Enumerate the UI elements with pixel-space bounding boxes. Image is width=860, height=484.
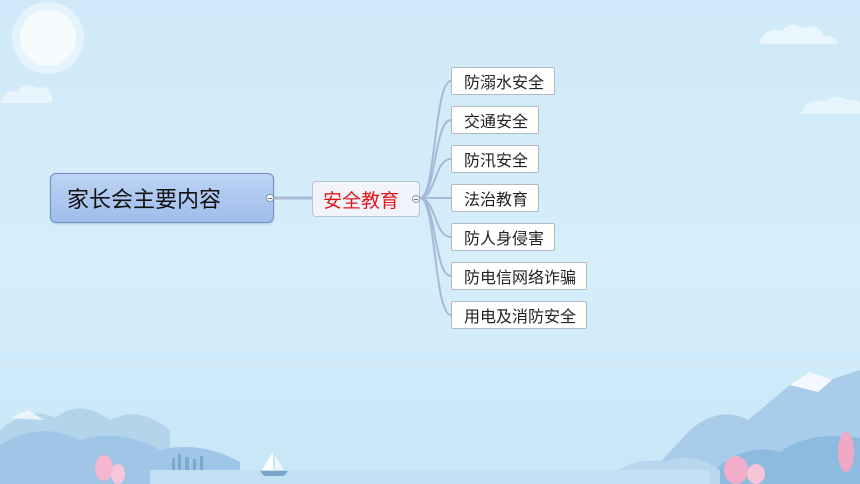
- tree-icon: [95, 455, 125, 484]
- subtopic[interactable]: 法治教育: [451, 184, 540, 212]
- subtopic[interactable]: 防人身侵害: [451, 223, 556, 251]
- collapse-icon[interactable]: [412, 195, 420, 203]
- subtopic[interactable]: 防电信网络诈骗: [451, 262, 588, 290]
- cloud-icon: [0, 84, 52, 103]
- cloud-icon: [760, 24, 838, 44]
- subtopic[interactable]: 防汛安全: [451, 145, 540, 173]
- subtopic[interactable]: 交通安全: [451, 106, 540, 134]
- connector-line: [419, 197, 452, 316]
- cloud-icon: [800, 96, 860, 114]
- branch-topic-safety-education[interactable]: 安全教育: [312, 181, 420, 217]
- sailboat-icon: [260, 452, 288, 476]
- subtopic[interactable]: 防溺水安全: [451, 67, 556, 95]
- connector-line: [419, 80, 452, 199]
- collapse-icon[interactable]: [266, 194, 274, 202]
- connector-line: [419, 119, 452, 199]
- connector-line: [419, 158, 452, 199]
- sun-icon: [12, 2, 84, 74]
- subtopic[interactable]: 用电及消防安全: [451, 301, 588, 329]
- root-topic[interactable]: 家长会主要内容: [50, 173, 274, 223]
- tree-icon: [172, 454, 203, 470]
- tree-icon: [724, 432, 854, 484]
